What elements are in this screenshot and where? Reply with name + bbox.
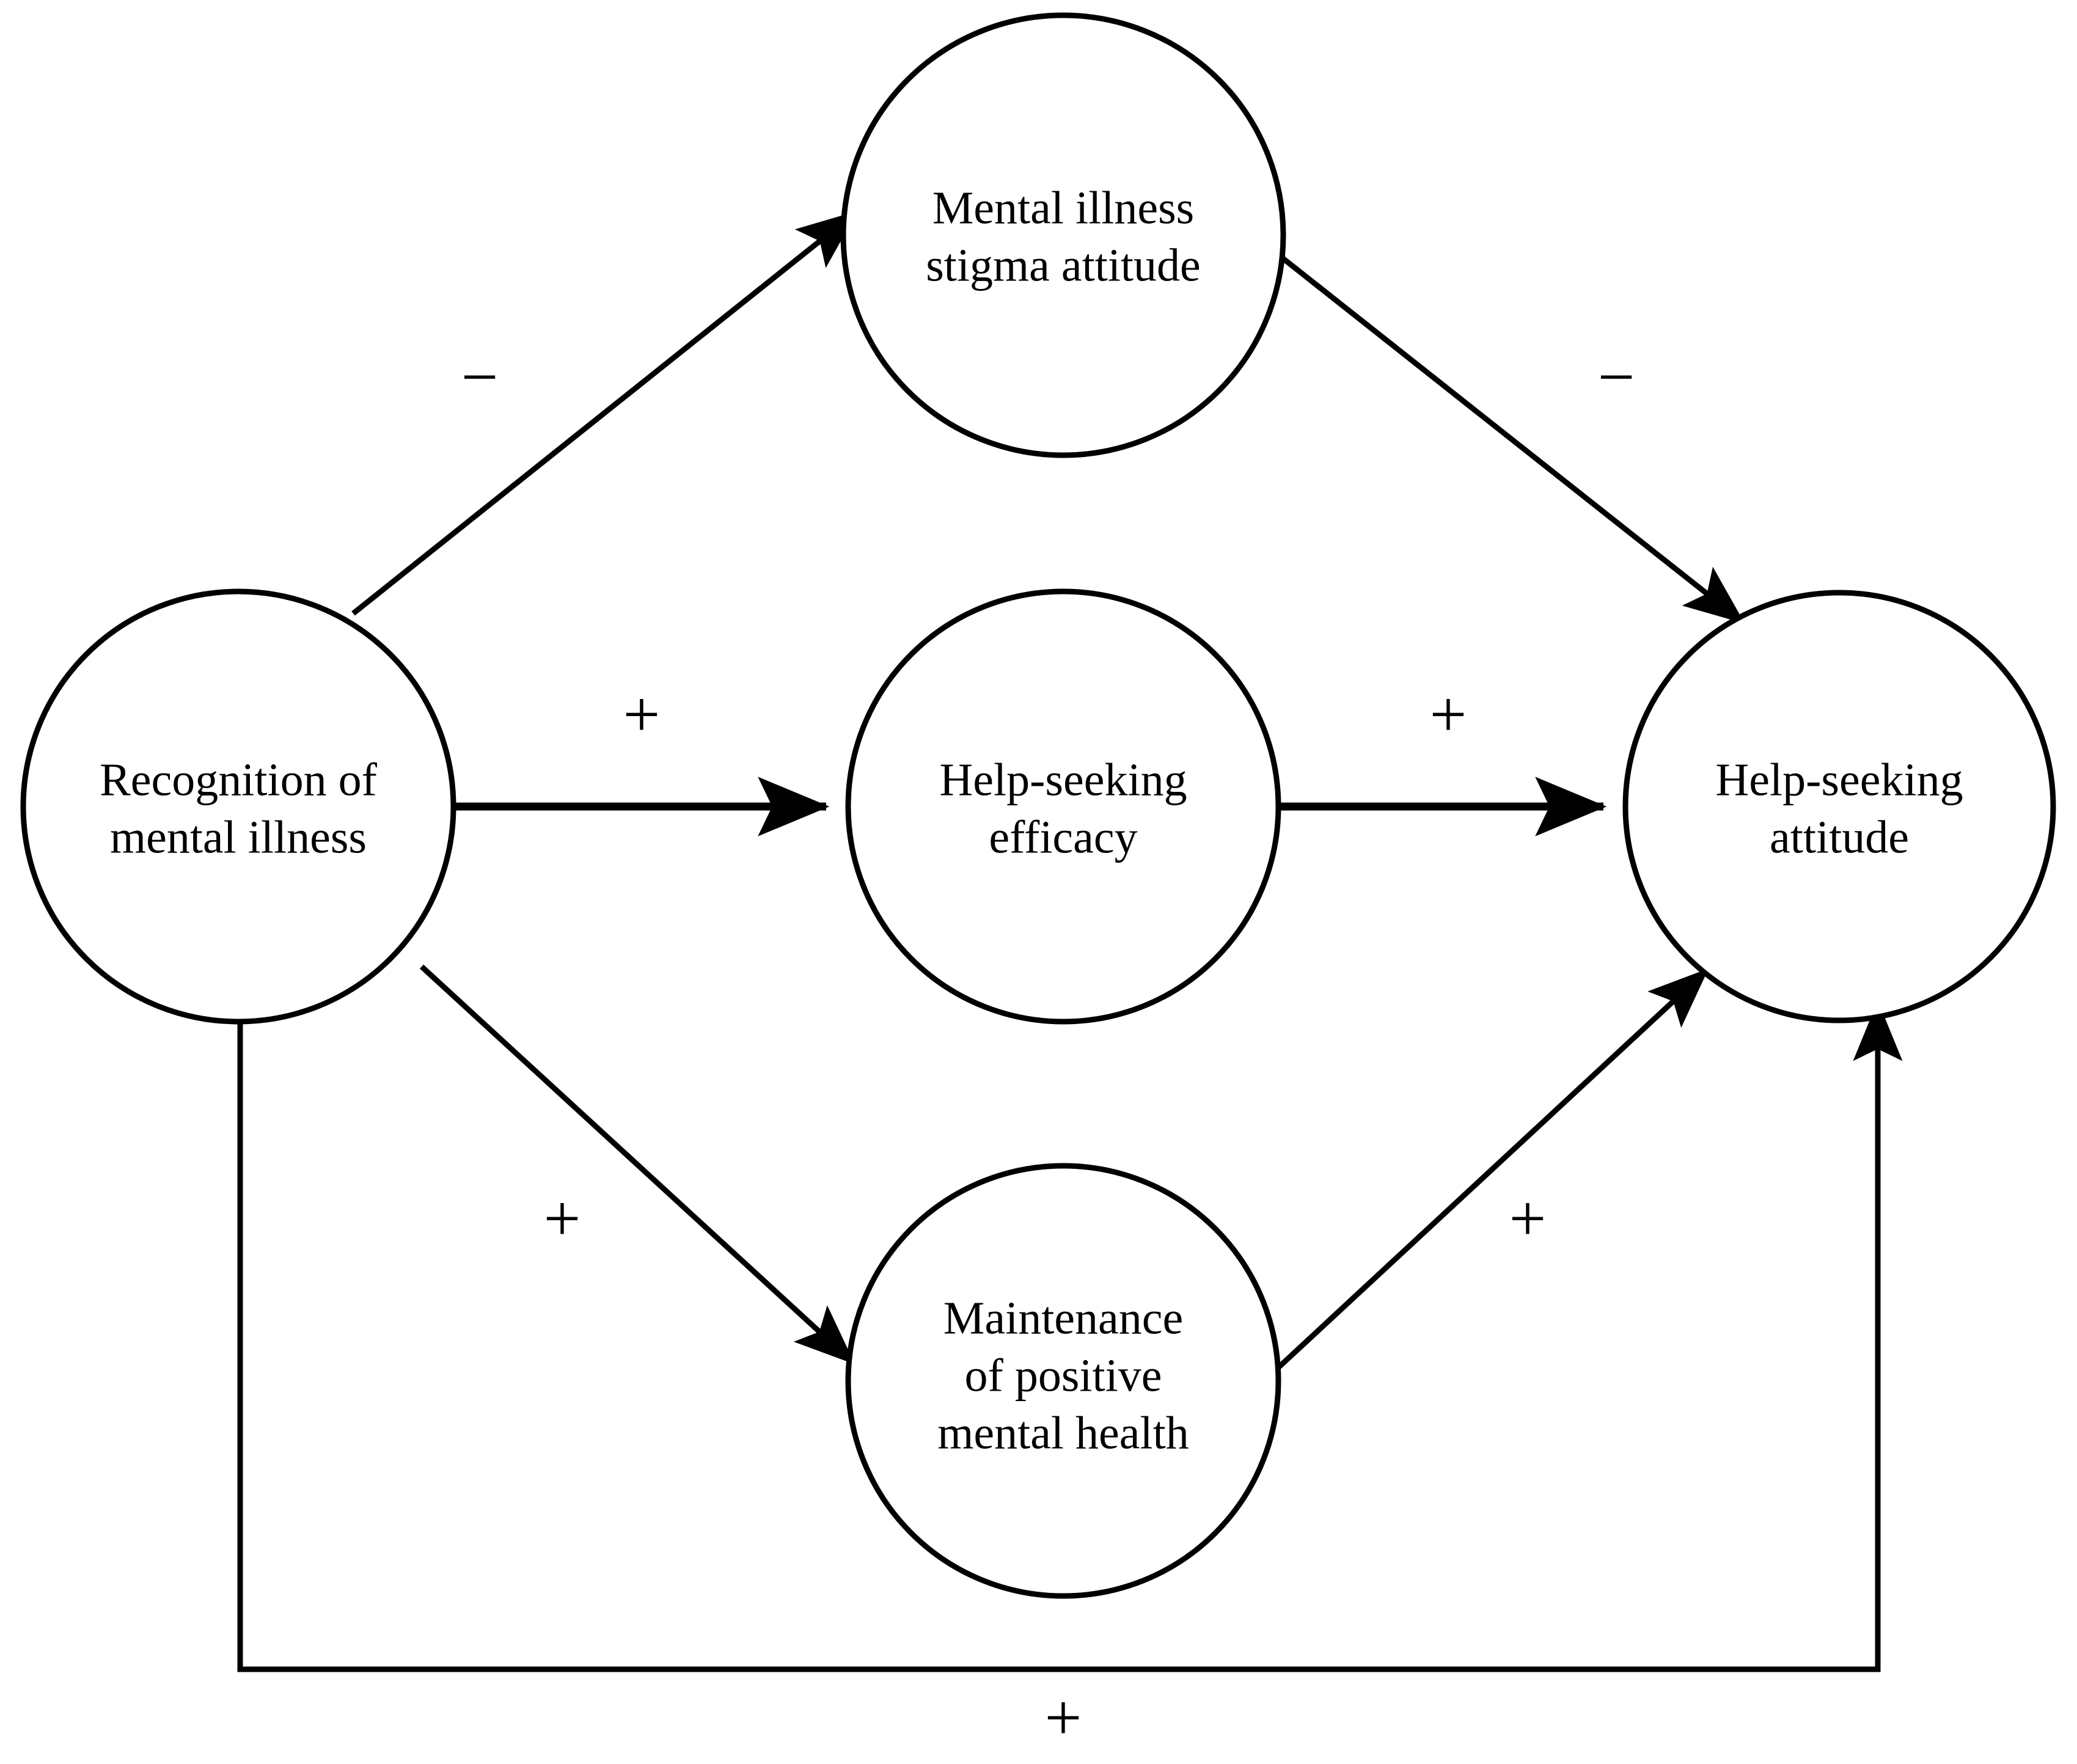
node-label-attitude-line1: Help-seeking: [1715, 754, 1963, 805]
edge-sign-stigma-to-attitude: −: [1598, 341, 1635, 414]
node-label-efficacy-line2: efficacy: [989, 811, 1137, 863]
node-label-recognition-line2: mental illness: [110, 811, 367, 863]
edge-sign-recognition-to-efficacy: +: [623, 678, 661, 751]
edge-sign-recognition-to-attitude-direct: +: [1045, 1682, 1082, 1754]
edge-sign-recognition-to-stigma: −: [461, 341, 499, 414]
node-mental-illness-stigma-attitude[interactable]: Mental illness stigma attitude: [840, 12, 1286, 458]
node-label-stigma-line1: Mental illness: [932, 182, 1195, 233]
node-label-efficacy-line1: Help-seeking: [939, 754, 1187, 805]
node-circle-maintenance: [845, 1163, 1281, 1599]
node-label-attitude-line2: attitude: [1770, 811, 1909, 863]
edge-sign-efficacy-to-attitude: +: [1430, 678, 1467, 751]
node-circle-attitude: [1622, 590, 2056, 1023]
node-circle-efficacy: [845, 588, 1281, 1025]
node-circle-recognition: [20, 588, 456, 1025]
node-help-seeking-attitude[interactable]: Help-seeking attitude: [1622, 590, 2056, 1023]
edge-sign-recognition-to-maintenance: +: [544, 1182, 581, 1255]
node-label-maintenance-line2: of positive: [965, 1350, 1162, 1401]
edge-recognition-to-attitude-direct: [237, 1000, 1903, 1672]
edge-recognition-to-maintenance: [419, 964, 855, 1365]
node-label-maintenance-line1: Maintenance: [943, 1292, 1183, 1344]
edge-sign-maintenance-to-attitude: +: [1509, 1182, 1547, 1255]
node-help-seeking-efficacy[interactable]: Help-seeking efficacy: [845, 588, 1281, 1025]
node-label-recognition-line1: Recognition of: [100, 754, 378, 805]
node-circle-stigma: [840, 12, 1286, 458]
node-label-maintenance-line3: mental health: [937, 1407, 1189, 1458]
node-recognition-of-mental-illness[interactable]: Recognition of mental illness: [20, 588, 456, 1025]
edge-stigma-to-attitude: [1259, 238, 1745, 624]
edge-maintenance-to-attitude: [1275, 968, 1709, 1371]
node-maintenance-of-positive-mental-health[interactable]: Maintenance of positive mental health: [845, 1163, 1281, 1599]
node-label-stigma-line2: stigma attitude: [926, 240, 1201, 291]
edge-recognition-to-stigma: [351, 210, 858, 616]
